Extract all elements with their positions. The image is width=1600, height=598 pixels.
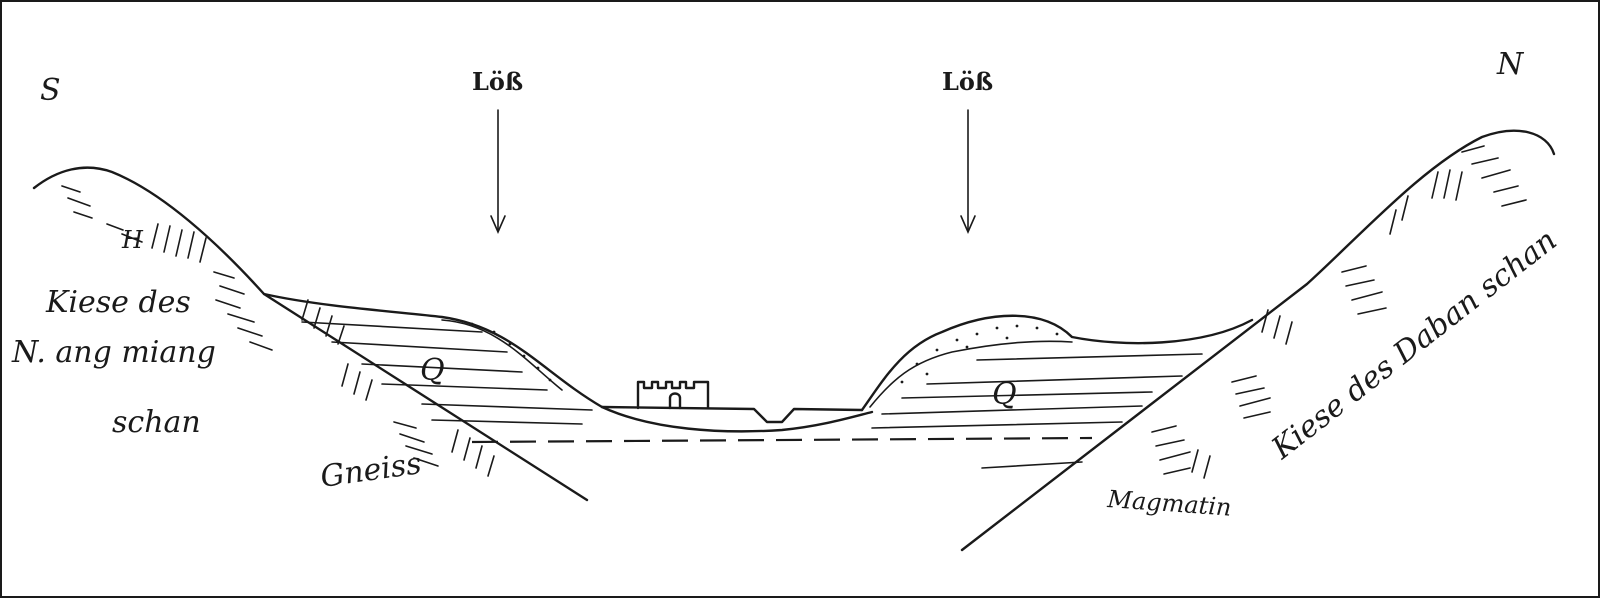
compass-north: N bbox=[1496, 47, 1525, 82]
castle-icon bbox=[638, 382, 708, 408]
right-rock-label: Kiese des Daban schan bbox=[1265, 223, 1564, 467]
right-terrace-strata bbox=[872, 354, 1202, 428]
loess-label-left: Löß bbox=[472, 67, 523, 96]
left-bottom-label: Gneiss bbox=[318, 446, 423, 495]
right-mountain-outline bbox=[962, 131, 1554, 550]
left-rock-label-line1: Kiese des bbox=[45, 285, 191, 320]
left-loess-dots bbox=[471, 323, 552, 382]
left-rock-label-line2: N. ang miang bbox=[11, 335, 216, 370]
loess-label-right: Löß bbox=[942, 67, 993, 96]
lower-stratum-dashed bbox=[472, 438, 1092, 442]
right-loess-layer bbox=[870, 341, 1072, 407]
lower-stratum-right bbox=[982, 462, 1082, 468]
left-rock-label-line3: schan bbox=[112, 405, 201, 440]
left-terrace-top bbox=[264, 294, 602, 407]
right-loess-dots bbox=[901, 325, 1059, 384]
q-label-left: Q bbox=[420, 353, 445, 388]
left-rock-label: Kiese des N. ang miang schan bbox=[11, 285, 216, 440]
left-peak-label: H bbox=[121, 226, 144, 254]
arrow-right bbox=[961, 110, 975, 232]
compass-south: S bbox=[40, 73, 61, 108]
right-bottom-label: Magmatin bbox=[1106, 485, 1233, 522]
q-label-right: Q bbox=[992, 377, 1017, 412]
arrow-left bbox=[491, 110, 505, 232]
